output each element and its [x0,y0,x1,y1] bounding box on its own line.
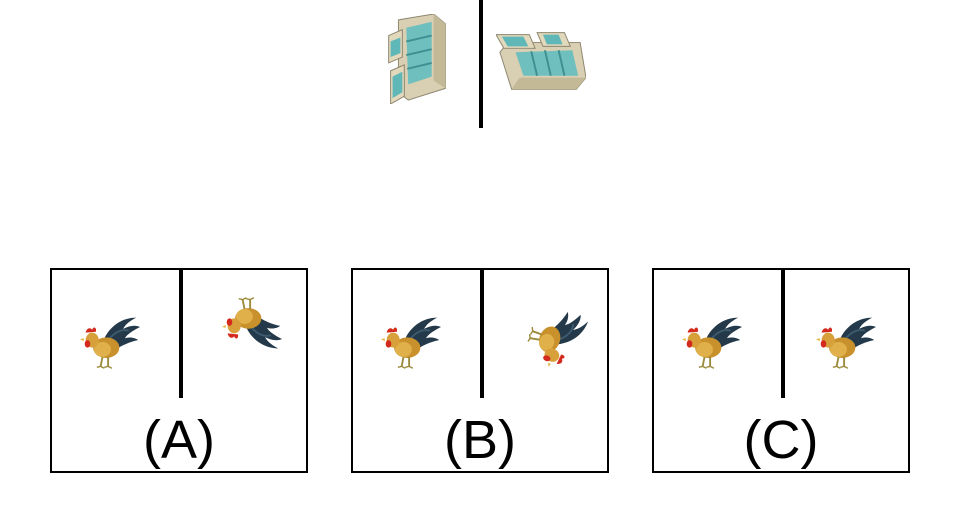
option-divider [179,270,183,398]
option-label: (A) [143,410,215,470]
option-label: (C) [743,410,819,470]
option-a[interactable]: (A) [50,268,308,473]
option-divider [781,270,785,398]
rooster-icon [815,316,877,370]
option-divider [480,270,484,398]
option-label: (B) [444,410,516,470]
rooster-icon [79,316,141,370]
fridge-icon [495,20,587,104]
option-c[interactable]: (C) [652,268,910,473]
rooster-icon [221,296,283,350]
rooster-icon [681,316,743,370]
example-divider [479,0,483,128]
rooster-icon [380,316,442,370]
rooster-icon [520,299,591,376]
fridge-icon [376,13,460,105]
option-b[interactable]: (B) [351,268,609,473]
